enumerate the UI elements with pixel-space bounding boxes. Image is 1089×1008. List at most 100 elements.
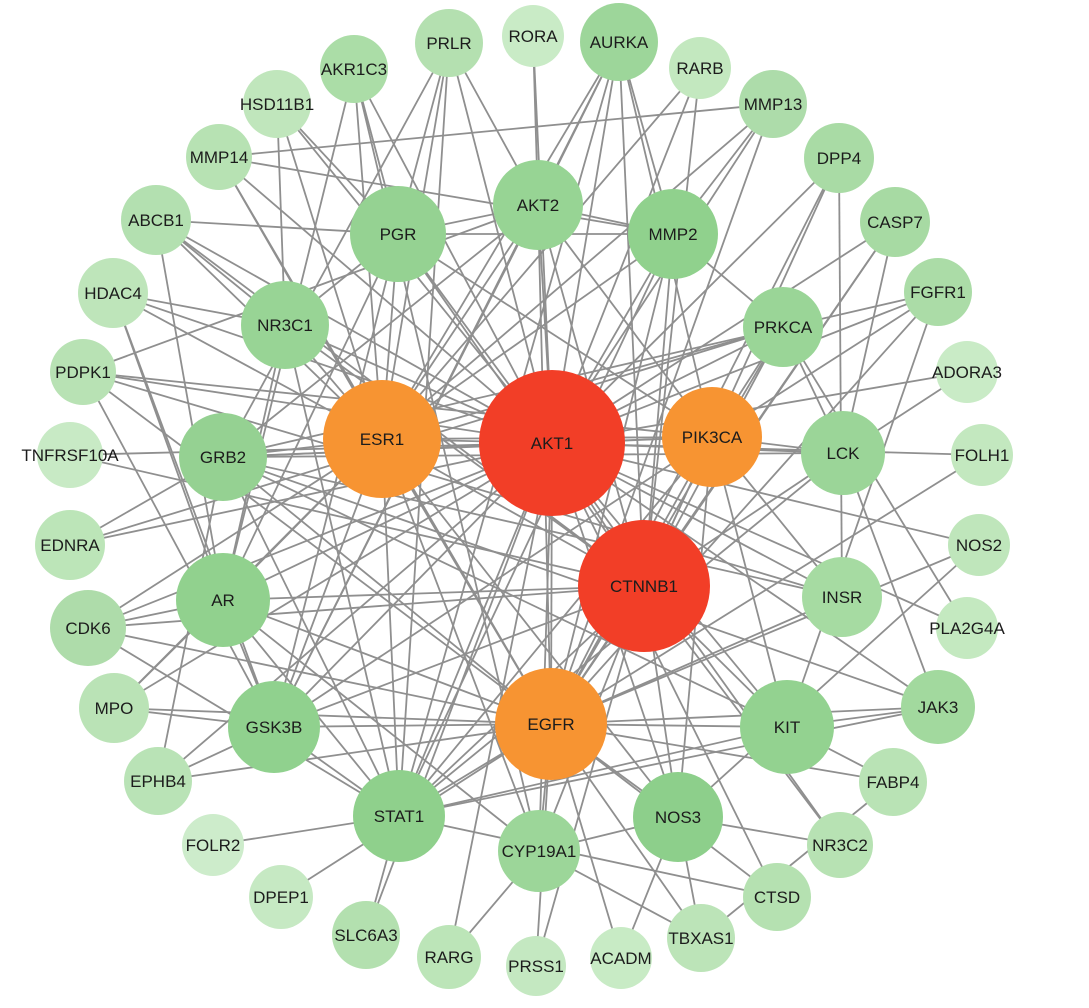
node-DPEP1[interactable]: DPEP1 (249, 865, 313, 929)
node-NR3C2[interactable]: NR3C2 (807, 812, 873, 878)
node-circle-MPO[interactable] (79, 673, 149, 743)
node-INSR[interactable]: INSR (802, 557, 882, 637)
node-circle-GSK3B[interactable] (228, 681, 320, 773)
node-RARB[interactable]: RARB (669, 37, 731, 99)
node-CTNNB1[interactable]: CTNNB1 (578, 520, 710, 652)
node-PGR[interactable]: PGR (350, 186, 446, 282)
node-CYP19A1[interactable]: CYP19A1 (498, 810, 580, 892)
node-CASP7[interactable]: CASP7 (860, 187, 930, 257)
node-circle-RORA[interactable] (502, 5, 564, 67)
node-DPP4[interactable]: DPP4 (804, 123, 874, 193)
node-LCK[interactable]: LCK (801, 411, 885, 495)
node-circle-TNFRSF10A[interactable] (37, 422, 103, 488)
node-AKT1[interactable]: AKT1 (479, 370, 625, 516)
node-RARG[interactable]: RARG (417, 925, 481, 989)
node-circle-ABCB1[interactable] (121, 185, 191, 255)
node-GRB2[interactable]: GRB2 (179, 413, 267, 501)
node-circle-FGFR1[interactable] (904, 258, 972, 326)
node-circle-LCK[interactable] (801, 411, 885, 495)
node-MPO[interactable]: MPO (79, 673, 149, 743)
node-circle-TBXAS1[interactable] (667, 904, 735, 972)
node-circle-EDNRA[interactable] (35, 510, 105, 580)
node-circle-PRKCA[interactable] (743, 287, 823, 367)
node-AKT2[interactable]: AKT2 (493, 160, 583, 250)
node-circle-RARB[interactable] (669, 37, 731, 99)
node-circle-EGFR[interactable] (495, 668, 607, 780)
node-circle-AKT1[interactable] (479, 370, 625, 516)
node-MMP13[interactable]: MMP13 (739, 70, 807, 138)
node-HDAC4[interactable]: HDAC4 (78, 258, 148, 328)
node-FGFR1[interactable]: FGFR1 (904, 258, 972, 326)
node-circle-NR3C2[interactable] (807, 812, 873, 878)
node-circle-RARG[interactable] (417, 925, 481, 989)
node-circle-PRLR[interactable] (415, 9, 483, 77)
node-circle-FOLH1[interactable] (951, 424, 1013, 486)
node-PDPK1[interactable]: PDPK1 (50, 339, 116, 405)
node-circle-PDPK1[interactable] (50, 339, 116, 405)
node-circle-NR3C1[interactable] (241, 281, 329, 369)
node-MMP14[interactable]: MMP14 (186, 124, 252, 190)
node-circle-MMP13[interactable] (739, 70, 807, 138)
node-CTSD[interactable]: CTSD (743, 863, 811, 931)
node-circle-FOLR2[interactable] (182, 814, 244, 876)
node-HSD11B1[interactable]: HSD11B1 (240, 70, 314, 138)
node-EGFR[interactable]: EGFR (495, 668, 607, 780)
node-circle-PLA2G4A[interactable] (936, 597, 998, 659)
node-PRKCA[interactable]: PRKCA (743, 287, 823, 367)
node-circle-EPHB4[interactable] (124, 747, 192, 815)
node-circle-HSD11B1[interactable] (243, 70, 311, 138)
node-circle-CYP19A1[interactable] (498, 810, 580, 892)
node-circle-DPEP1[interactable] (249, 865, 313, 929)
node-circle-AKT2[interactable] (493, 160, 583, 250)
node-FOLH1[interactable]: FOLH1 (951, 424, 1013, 486)
node-AR[interactable]: AR (176, 553, 270, 647)
node-AKR1C3[interactable]: AKR1C3 (320, 35, 388, 103)
node-CDK6[interactable]: CDK6 (50, 590, 126, 666)
node-KIT[interactable]: KIT (740, 680, 834, 774)
node-circle-STAT1[interactable] (353, 770, 445, 862)
node-circle-KIT[interactable] (740, 680, 834, 774)
node-NR3C1[interactable]: NR3C1 (241, 281, 329, 369)
node-circle-NOS3[interactable] (633, 772, 723, 862)
node-circle-MMP2[interactable] (628, 189, 718, 279)
node-circle-AKR1C3[interactable] (320, 35, 388, 103)
node-circle-GRB2[interactable] (179, 413, 267, 501)
node-circle-PRSS1[interactable] (506, 936, 566, 996)
node-circle-INSR[interactable] (802, 557, 882, 637)
node-circle-HDAC4[interactable] (78, 258, 148, 328)
node-circle-CTSD[interactable] (743, 863, 811, 931)
node-ACADM[interactable]: ACADM (590, 927, 652, 989)
node-SLC6A3[interactable]: SLC6A3 (332, 901, 400, 969)
node-ABCB1[interactable]: ABCB1 (121, 185, 191, 255)
node-FOLR2[interactable]: FOLR2 (182, 814, 244, 876)
node-GSK3B[interactable]: GSK3B (228, 681, 320, 773)
node-FABP4[interactable]: FABP4 (859, 748, 927, 816)
node-circle-ADORA3[interactable] (936, 341, 998, 403)
node-PLA2G4A[interactable]: PLA2G4A (929, 597, 1005, 659)
node-EPHB4[interactable]: EPHB4 (124, 747, 192, 815)
node-NOS2[interactable]: NOS2 (948, 514, 1010, 576)
node-circle-ACADM[interactable] (590, 927, 652, 989)
node-circle-JAK3[interactable] (901, 670, 975, 744)
node-TBXAS1[interactable]: TBXAS1 (667, 904, 735, 972)
node-circle-AR[interactable] (176, 553, 270, 647)
node-circle-FABP4[interactable] (859, 748, 927, 816)
node-circle-CTNNB1[interactable] (578, 520, 710, 652)
node-PRLR[interactable]: PRLR (415, 9, 483, 77)
node-ESR1[interactable]: ESR1 (323, 380, 441, 498)
node-circle-MMP14[interactable] (186, 124, 252, 190)
node-STAT1[interactable]: STAT1 (353, 770, 445, 862)
node-circle-SLC6A3[interactable] (332, 901, 400, 969)
node-circle-NOS2[interactable] (948, 514, 1010, 576)
node-RORA[interactable]: RORA (502, 5, 564, 67)
node-circle-ESR1[interactable] (323, 380, 441, 498)
node-MMP2[interactable]: MMP2 (628, 189, 718, 279)
node-circle-PGR[interactable] (350, 186, 446, 282)
node-ADORA3[interactable]: ADORA3 (932, 341, 1002, 403)
node-JAK3[interactable]: JAK3 (901, 670, 975, 744)
node-NOS3[interactable]: NOS3 (633, 772, 723, 862)
node-circle-AURKA[interactable] (580, 3, 658, 81)
node-EDNRA[interactable]: EDNRA (35, 510, 105, 580)
node-circle-PIK3CA[interactable] (662, 387, 762, 487)
node-circle-CASP7[interactable] (860, 187, 930, 257)
